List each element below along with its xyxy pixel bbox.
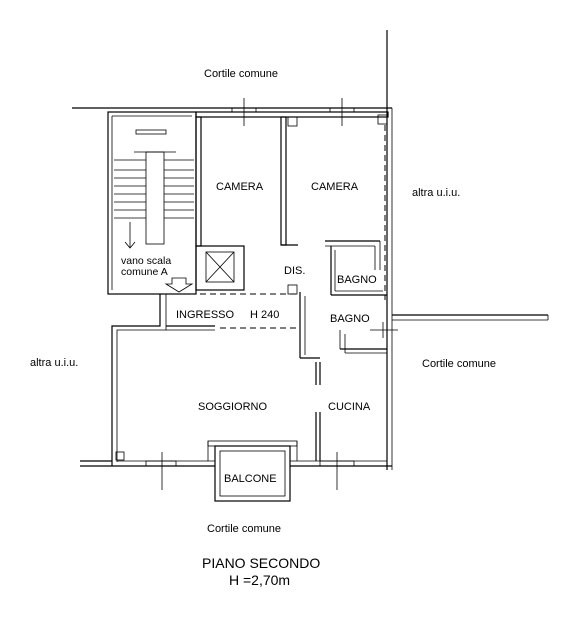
windows xyxy=(145,98,398,490)
outer-walls xyxy=(72,30,549,470)
balcony-label: BALCONE xyxy=(224,473,277,485)
balcony xyxy=(207,440,298,502)
kitchen-label: CUCINA xyxy=(328,401,371,413)
bedroom-1-label: CAMERA xyxy=(216,181,264,193)
living-room-label: SOGGIORNO xyxy=(198,401,268,413)
other-unit-left-label: altra u.i.u. xyxy=(30,357,78,369)
interior-walls xyxy=(166,116,387,461)
courtyard-right-label: Cortile comune xyxy=(422,358,496,370)
courtyard-top-label: Cortile comune xyxy=(204,68,278,80)
hallway-label: DIS. xyxy=(284,265,305,277)
stair-label-line1: vano scala xyxy=(121,255,171,267)
floor-height: H =2,70m xyxy=(229,572,290,588)
entrance-height-label: H 240 xyxy=(250,309,279,321)
columns xyxy=(115,114,388,461)
entrance-label: INGRESSO xyxy=(176,309,235,321)
dashed-lines xyxy=(111,125,386,455)
other-unit-right-label: altra u.i.u. xyxy=(412,187,460,199)
bedroom-2-label: CAMERA xyxy=(311,181,359,193)
courtyard-bottom-label: Cortile comune xyxy=(207,523,281,535)
staircase xyxy=(114,129,194,293)
bathroom-2-label: BAGNO xyxy=(330,313,370,325)
stair-label-line2: comune A xyxy=(121,266,168,278)
lift xyxy=(195,245,245,291)
bathroom-1-label: BAGNO xyxy=(337,274,377,286)
floor-title: PIANO SECONDO xyxy=(202,555,320,571)
